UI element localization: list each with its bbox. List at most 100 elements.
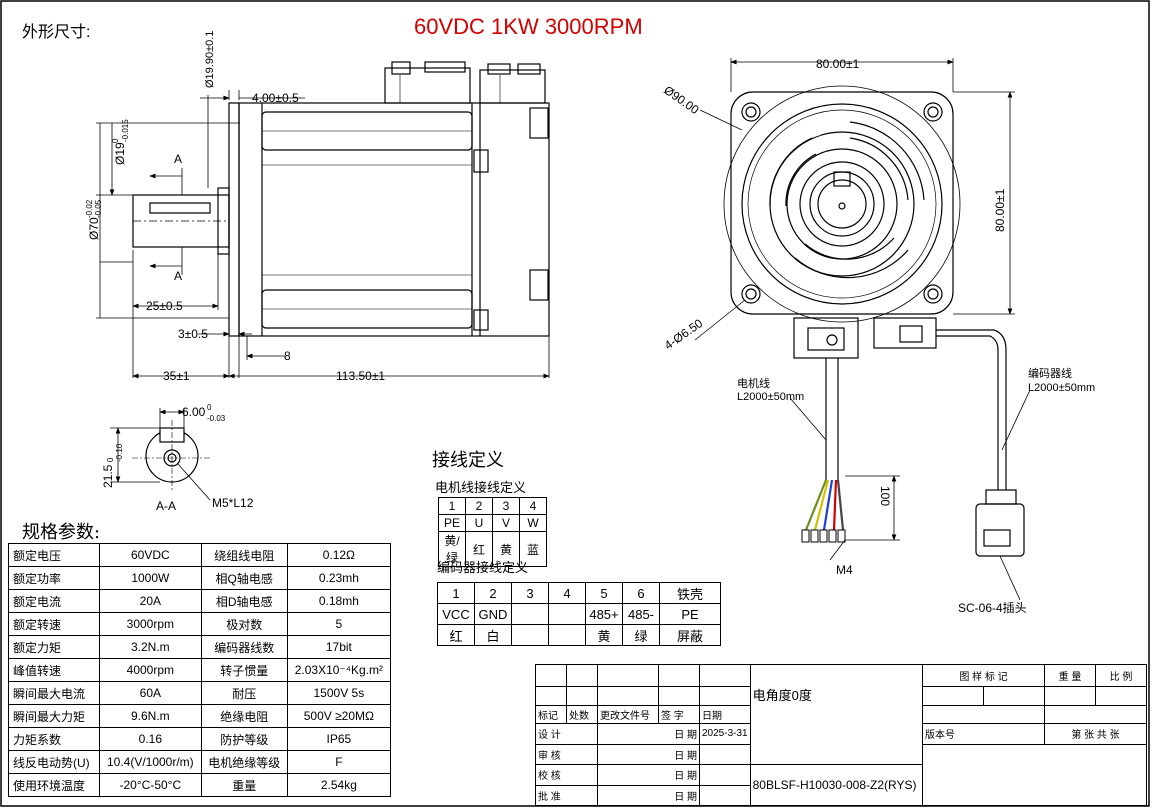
- table-row: PE U V W: [438, 514, 547, 532]
- table-cell: 2: [465, 497, 493, 515]
- spec-label: 转子惯量: [200, 658, 288, 682]
- spec-value: 1500V 5s: [286, 681, 392, 705]
- check-label: 校 核: [535, 764, 598, 786]
- spec-label: 力矩系数: [8, 727, 100, 751]
- sheet-label: 第 张 共 张: [1044, 723, 1147, 745]
- page-title: 60VDC 1KW 3000RPM: [414, 14, 643, 39]
- thread-spec: M5*L12: [212, 496, 254, 510]
- spec-value: 2.54kg: [286, 773, 392, 797]
- outer-dia: Ø90.00: [661, 83, 702, 117]
- h-doc: 更改文件号: [597, 704, 659, 725]
- table-cell: 485+: [585, 603, 623, 625]
- spec-value: F: [286, 750, 392, 774]
- front-view: [723, 85, 1025, 557]
- version-label: 版本号: [922, 723, 1045, 745]
- dim-shaft-tol-up: 0: [111, 138, 120, 143]
- spec-value: 5: [286, 612, 392, 636]
- spec-value: 500V ≥20MΩ: [286, 704, 392, 728]
- table-cell: 黄/绿: [438, 531, 466, 567]
- table-row: VCC GND 485+ 485- PE: [437, 603, 721, 625]
- spec-label: 电机绝缘等级: [200, 750, 288, 774]
- spec-value: IP65: [286, 727, 392, 751]
- spec-label: 绕组线电阻: [200, 543, 288, 567]
- model-number: 80BLSF-H10030-008-Z2(RYS): [749, 764, 924, 806]
- dim-shaft-tol-low: -0.015: [121, 119, 130, 142]
- dim-flange-dia: Ø70: [87, 217, 101, 240]
- spec-value: 9.6N.m: [99, 704, 202, 728]
- outline-label: 外形尺寸:: [22, 24, 91, 41]
- table-cell: 铁壳: [659, 582, 721, 604]
- motor-body: [238, 102, 550, 337]
- encoder-wiring-subtitle: 编码器接线定义: [437, 560, 529, 575]
- spec-label: 编码器线数: [200, 635, 288, 659]
- spec-value: 0.12Ω: [286, 543, 392, 567]
- table-cell: 485-: [622, 603, 660, 625]
- dim-flange-tol-up: -0.02: [85, 199, 94, 218]
- front-height: 80.00±1: [993, 188, 1007, 232]
- h-date: 日期: [699, 704, 751, 725]
- spec-label: 额定电流: [8, 589, 100, 613]
- spec-label: 相D轴电感: [200, 589, 288, 613]
- encoder-connector: [479, 69, 546, 104]
- spec-value: 0.18mh: [286, 589, 392, 613]
- hole-spec: 4-Ø6.50: [662, 316, 706, 353]
- h-mark: 标记: [535, 704, 567, 725]
- table-cell: 3: [511, 582, 549, 604]
- section-mark-top: A: [174, 152, 182, 166]
- design-date: 2025-3-31: [699, 723, 751, 745]
- spec-value: 4000rpm: [99, 658, 202, 682]
- table-cell: [511, 603, 549, 625]
- weight-label: 重 量: [1044, 663, 1096, 688]
- spec-label: 额定转速: [8, 612, 100, 636]
- connector-label: SC-06-4插头: [958, 601, 1027, 615]
- key-width: 6.00: [182, 405, 206, 419]
- key-tol-low: -0.03: [207, 414, 226, 423]
- title-block: 电角度0度 图 样 标 记 重 量 比 例 标记 处数 更改文件号 签 字 日期…: [535, 663, 1147, 807]
- spec-label: 额定电压: [8, 543, 100, 567]
- table-cell: 绿: [622, 624, 660, 646]
- table-cell: 屏蔽: [659, 624, 721, 646]
- table-cell: 2: [474, 582, 512, 604]
- table-row: 1 2 3 4: [438, 497, 547, 515]
- h-sign: 签 字: [658, 704, 700, 725]
- spec-value: -20°C-50°C: [99, 773, 202, 797]
- table-cell: [548, 624, 586, 646]
- spec-label: 防护等级: [200, 727, 288, 751]
- dim-8: 8: [284, 349, 291, 363]
- wiring-title: 接线定义: [432, 450, 504, 471]
- section-view: [132, 420, 212, 492]
- section-label: A-A: [156, 499, 176, 513]
- section-height-tol-up: 0: [106, 457, 115, 462]
- motor-wiring-table: 1 2 3 4 PE U V W 黄/绿 红 黄 蓝: [438, 497, 547, 567]
- spec-value: 10.4(V/1000r/m): [99, 750, 202, 774]
- table-cell: 4: [519, 497, 547, 515]
- section-height: 21.5: [101, 464, 115, 488]
- flange: [228, 102, 240, 337]
- scale-label: 比 例: [1095, 663, 1147, 688]
- motor-cable-length: L2000±50mm: [737, 391, 804, 403]
- spec-label: 线反电动势(U): [8, 750, 100, 774]
- spec-value: 3000rpm: [99, 612, 202, 636]
- table-cell: GND: [474, 603, 512, 625]
- specs-title: 规格参数:: [22, 522, 101, 543]
- power-connector: [384, 67, 471, 104]
- dim-35: 35±1: [163, 369, 190, 383]
- section-mark-bottom: A: [174, 269, 182, 283]
- spec-value: 60VDC: [99, 543, 202, 567]
- design-date-label: 日 期: [597, 723, 700, 745]
- table-cell: 4: [548, 582, 586, 604]
- spec-label: 瞬间最大电流: [8, 681, 100, 705]
- spec-value: 17bit: [286, 635, 392, 659]
- spec-label: 峰值转速: [8, 658, 100, 682]
- dim-25: 25±0.5: [146, 299, 183, 313]
- check-date-label: 日 期: [597, 764, 700, 786]
- spec-label: 相Q轴电感: [200, 566, 288, 590]
- table-cell: 红: [437, 624, 475, 646]
- spec-label: 绝缘电阻: [200, 704, 288, 728]
